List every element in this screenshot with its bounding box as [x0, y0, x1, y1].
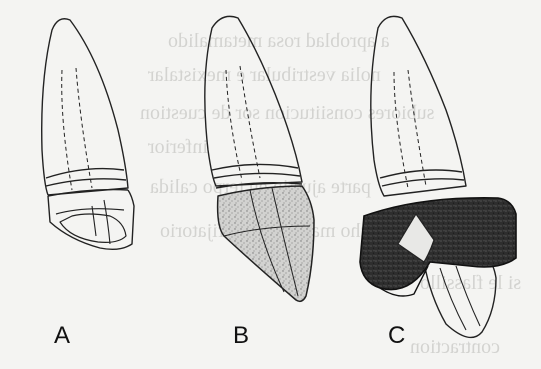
tooth-c-crown-tip [424, 262, 496, 337]
figure-label-a: A [54, 322, 70, 350]
matrix-band-shape [360, 198, 516, 290]
tooth-c-canal [394, 72, 408, 188]
tooth-b [205, 16, 314, 301]
tooth-b-canal [226, 70, 242, 180]
matrix-band [360, 198, 516, 296]
tooth-b-canal [240, 66, 260, 178]
figure-label-b: B [233, 322, 249, 350]
tooth-b-root [205, 16, 302, 186]
tooth-c-root [371, 16, 466, 196]
figure-label-c: C [388, 322, 405, 350]
tooth-b-temporary-crown [218, 186, 314, 301]
tooth-c-canal [408, 70, 426, 186]
tooth-a [42, 19, 134, 250]
